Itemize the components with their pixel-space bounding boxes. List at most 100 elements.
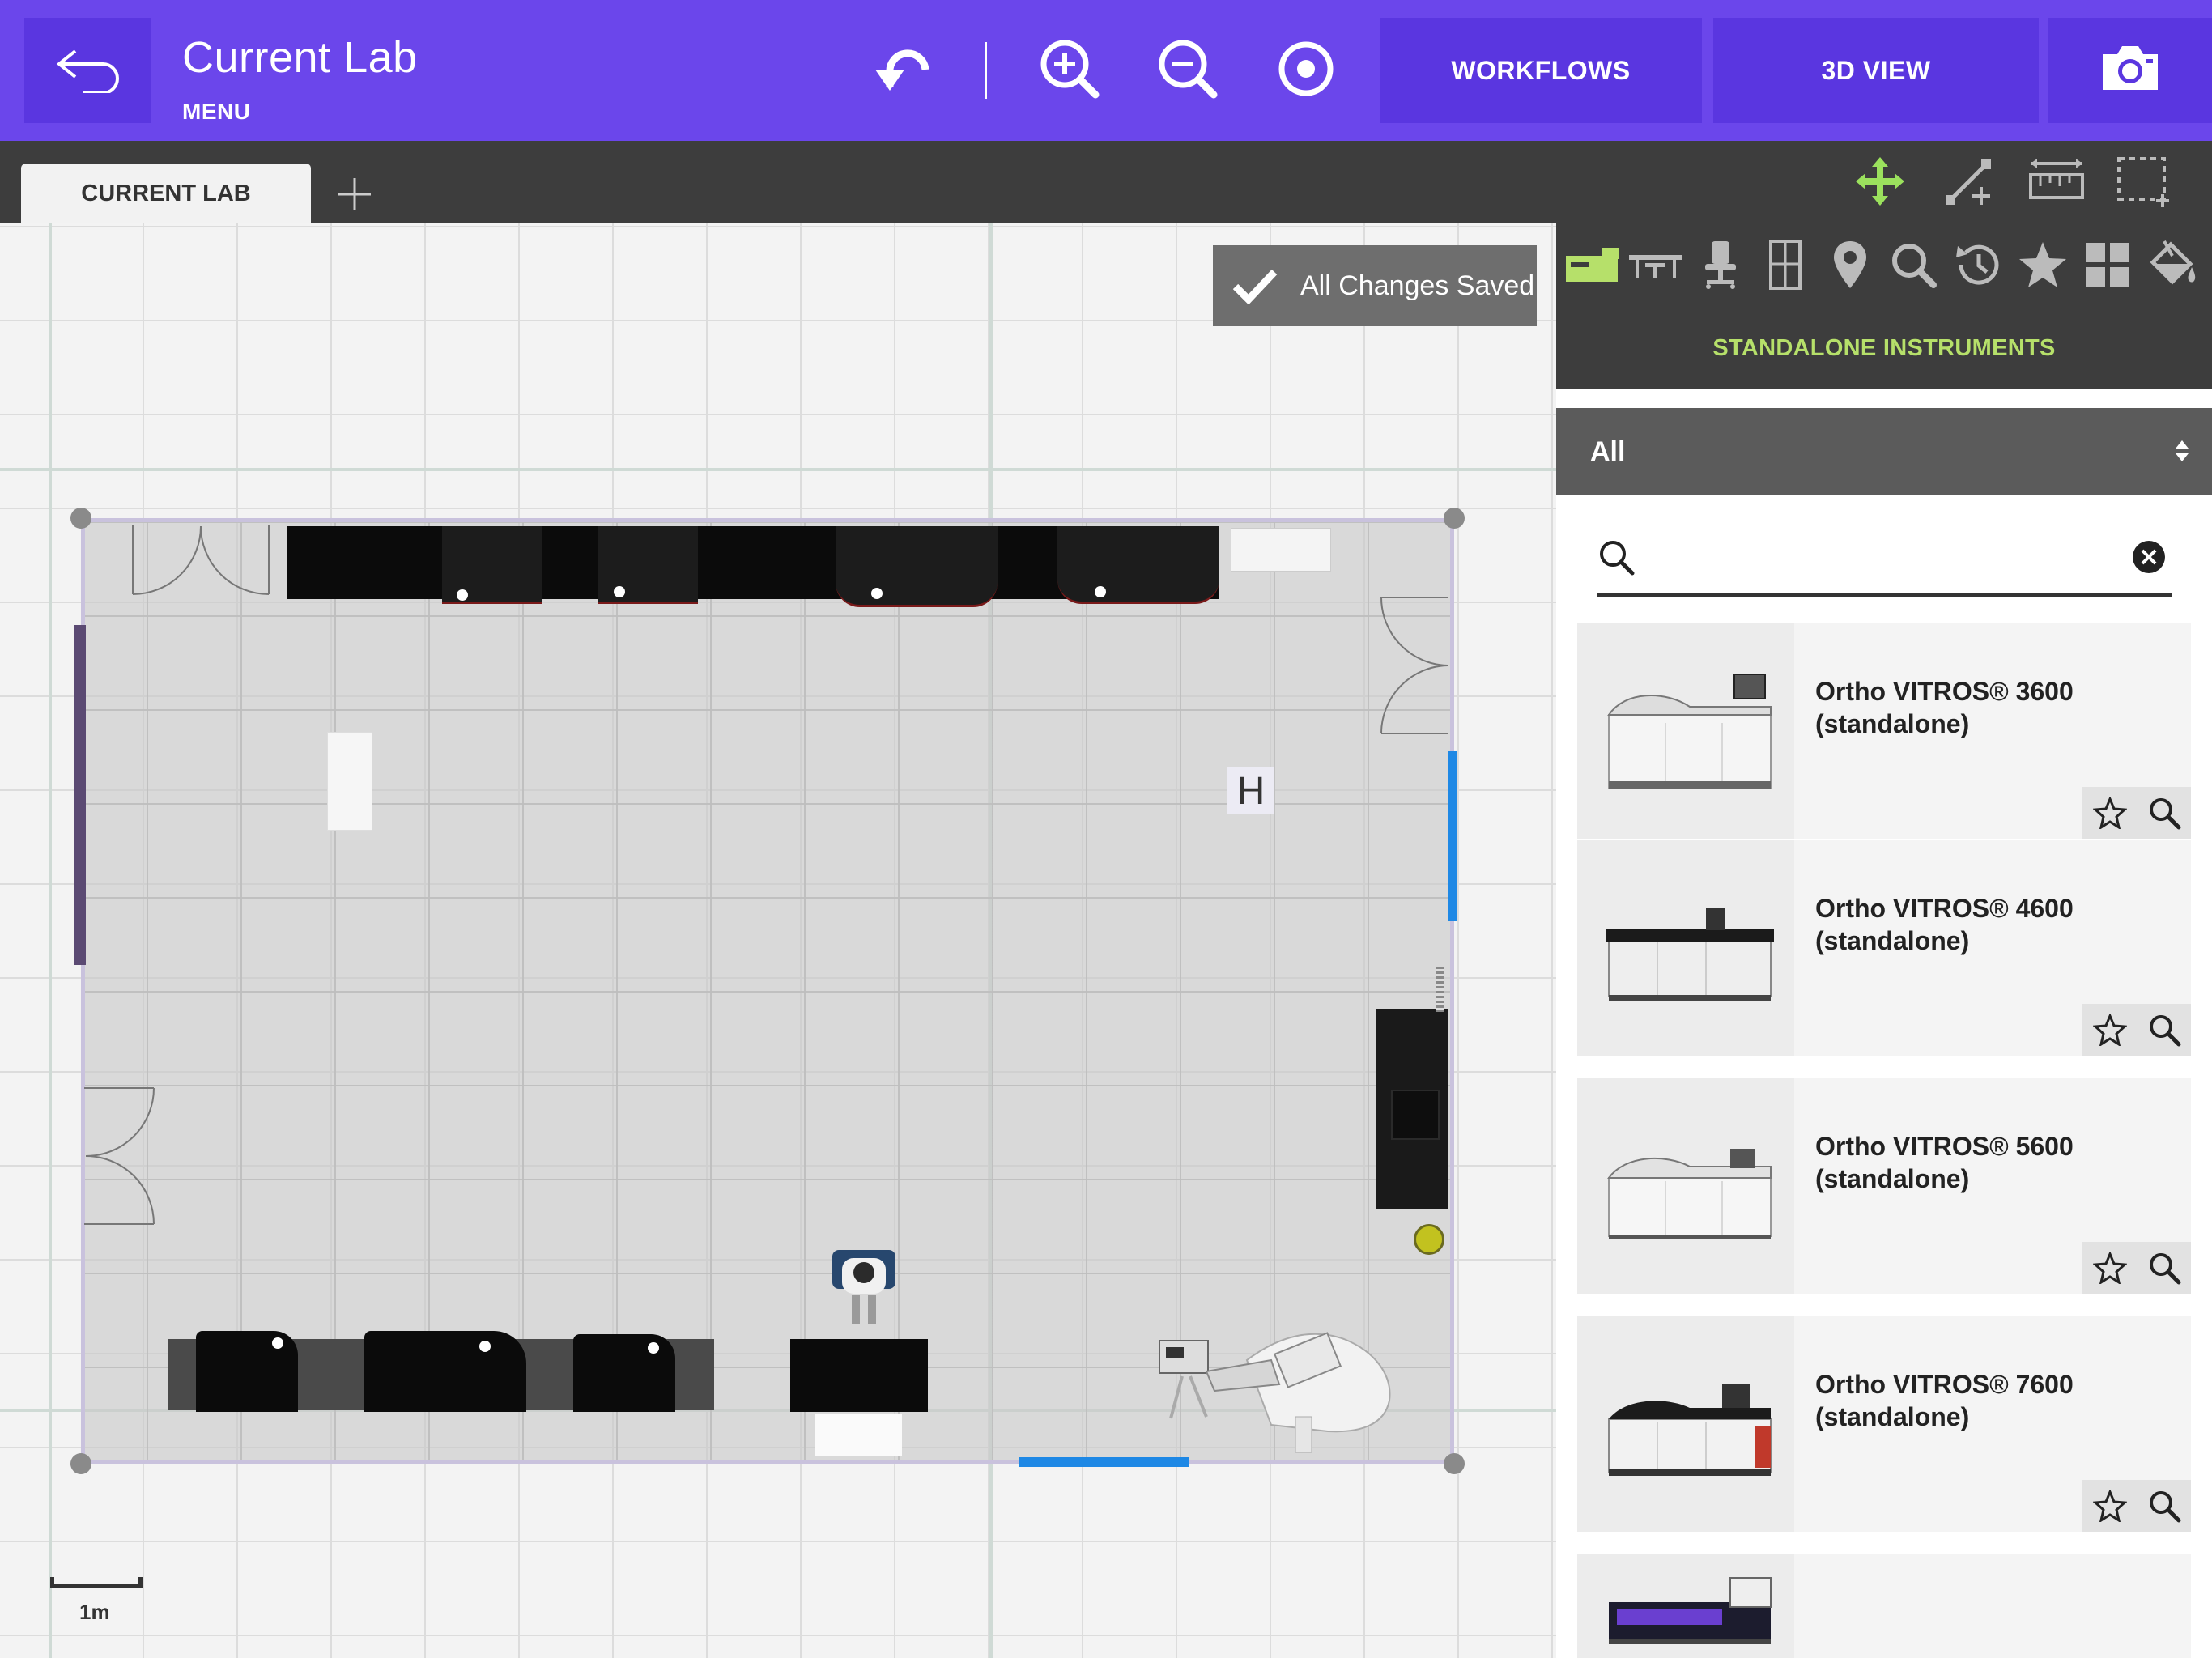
panel-heading: STANDALONE INSTRUMENTS xyxy=(1556,308,2212,389)
favorite-star-icon[interactable] xyxy=(2092,797,2127,829)
zoom-out-icon xyxy=(1155,36,1220,105)
category-history[interactable] xyxy=(1948,236,2008,296)
category-instruments[interactable] xyxy=(1563,236,1623,296)
white-table[interactable] xyxy=(327,732,372,831)
center-view-button[interactable] xyxy=(1270,34,1342,107)
3d-view-button[interactable]: 3D VIEW xyxy=(1713,18,2039,123)
yellow-equipment[interactable] xyxy=(1414,1224,1444,1255)
desk-mat xyxy=(815,1414,902,1456)
instrument-dot xyxy=(1095,586,1106,597)
favorite-star-icon[interactable] xyxy=(2092,1014,2127,1046)
product-name: Ortho VITROS® 3600 (standalone) xyxy=(1815,677,2074,738)
left-double-door[interactable] xyxy=(81,1085,159,1227)
bottom-wall-highlight[interactable] xyxy=(1019,1457,1189,1467)
view-magnify-icon[interactable] xyxy=(2147,1489,2181,1523)
star-icon xyxy=(2018,240,2068,293)
wall-rack[interactable] xyxy=(1436,967,1444,1012)
product-actions xyxy=(2082,1242,2191,1294)
save-status-toast: All Changes Saved xyxy=(1213,245,1537,326)
grid-major-line xyxy=(49,223,52,1658)
product-name: Ortho VITROS® 7600 (standalone) xyxy=(1815,1370,2074,1431)
measure-tool[interactable] xyxy=(2024,152,2089,214)
white-analyzer[interactable] xyxy=(1150,1312,1396,1457)
instrument[interactable] xyxy=(598,526,698,604)
move-icon xyxy=(1854,155,1906,211)
category-grid[interactable] xyxy=(2078,236,2138,296)
right-double-door[interactable] xyxy=(1378,594,1451,737)
room-corner-handle[interactable] xyxy=(70,508,91,529)
product-name: Ortho VITROS® 4600 (standalone) xyxy=(1815,894,2074,955)
workflows-button[interactable]: WORKFLOWS xyxy=(1380,18,1702,123)
room-corner-handle[interactable] xyxy=(70,1453,91,1474)
zoom-out-button[interactable] xyxy=(1151,34,1224,107)
instrument[interactable] xyxy=(1057,526,1219,604)
instrument-dot xyxy=(457,589,468,601)
menu-button[interactable]: MENU xyxy=(182,99,251,124)
back-arrow-icon xyxy=(51,45,124,97)
draw-wall-icon xyxy=(1942,155,1996,212)
screenshot-button[interactable] xyxy=(2048,18,2212,123)
view-magnify-icon[interactable] xyxy=(2147,1013,2181,1047)
category-locations[interactable] xyxy=(1820,236,1880,296)
category-benches[interactable] xyxy=(1626,236,1686,296)
select-area-tool[interactable] xyxy=(2112,152,2176,214)
select-area-icon xyxy=(2116,155,2172,211)
scale-label: 1m xyxy=(79,1600,110,1624)
product-card[interactable] xyxy=(1577,1554,2191,1658)
zoom-in-icon xyxy=(1037,36,1102,105)
add-tab-button[interactable] xyxy=(330,172,379,220)
move-tool[interactable] xyxy=(1848,152,1912,214)
right-wall-highlight[interactable] xyxy=(1448,751,1457,921)
view-magnify-icon[interactable] xyxy=(2147,1251,2181,1285)
app-title: Current Lab xyxy=(182,33,418,82)
plus-icon xyxy=(337,176,372,216)
product-card[interactable]: Ortho VITROS® 3600 (standalone) xyxy=(1577,623,2191,839)
measure-icon xyxy=(2027,157,2086,210)
product-card[interactable]: Ortho VITROS® 7600 (standalone) xyxy=(1577,1316,2191,1532)
product-actions xyxy=(2082,1004,2191,1056)
instrument-dot xyxy=(272,1337,283,1349)
h-marker[interactable]: H xyxy=(1227,767,1274,814)
product-actions xyxy=(2082,787,2191,839)
white-cabinet[interactable] xyxy=(1231,528,1331,572)
center-target-icon xyxy=(1275,38,1337,104)
instrument[interactable] xyxy=(364,1331,526,1412)
search-input[interactable] xyxy=(1653,534,2107,583)
product-card[interactable]: Ortho VITROS® 5600 (standalone) xyxy=(1577,1078,2191,1294)
favorite-star-icon[interactable] xyxy=(2092,1252,2127,1284)
category-chairs[interactable] xyxy=(1691,236,1750,296)
instrument[interactable] xyxy=(573,1334,675,1412)
search-icon xyxy=(1597,538,1636,580)
category-search[interactable] xyxy=(1883,236,1943,296)
zoom-in-button[interactable] xyxy=(1033,34,1106,107)
floor-plan-canvas[interactable]: H All Changes Saved 1m xyxy=(0,223,1556,1658)
grid-icon xyxy=(2084,241,2131,292)
desk[interactable] xyxy=(790,1339,928,1412)
clear-search-icon[interactable] xyxy=(2131,539,2167,579)
back-button[interactable] xyxy=(24,18,151,123)
category-toolbar xyxy=(1556,223,2212,308)
person-at-chair[interactable] xyxy=(827,1244,900,1328)
cabinet-panel xyxy=(1391,1090,1440,1140)
category-doors[interactable] xyxy=(1755,236,1815,296)
category-filter-select[interactable]: All xyxy=(1556,408,2212,495)
door-icon xyxy=(1767,239,1803,294)
draw-wall-tool[interactable] xyxy=(1937,152,2001,214)
instrument[interactable] xyxy=(836,526,998,607)
undo-button[interactable] xyxy=(868,34,941,107)
scale-bar xyxy=(50,1577,143,1588)
left-wall-window[interactable] xyxy=(74,625,86,965)
favorite-star-icon[interactable] xyxy=(2092,1490,2127,1522)
room-corner-handle[interactable] xyxy=(1444,508,1465,529)
tab-current-lab[interactable]: CURRENT LAB xyxy=(21,164,311,223)
search-icon xyxy=(1890,241,1937,292)
top-double-door[interactable] xyxy=(130,521,272,599)
category-paint[interactable] xyxy=(2142,236,2202,296)
room-corner-handle[interactable] xyxy=(1444,1453,1465,1474)
product-card[interactable]: Ortho VITROS® 4600 (standalone) xyxy=(1577,840,2191,1056)
instrument-icon xyxy=(1564,244,1621,289)
room-floor[interactable] xyxy=(81,518,1454,1464)
category-favorites[interactable] xyxy=(2013,236,2073,296)
view-magnify-icon[interactable] xyxy=(2147,796,2181,830)
product-name: Ortho VITROS® 5600 (standalone) xyxy=(1815,1132,2074,1193)
